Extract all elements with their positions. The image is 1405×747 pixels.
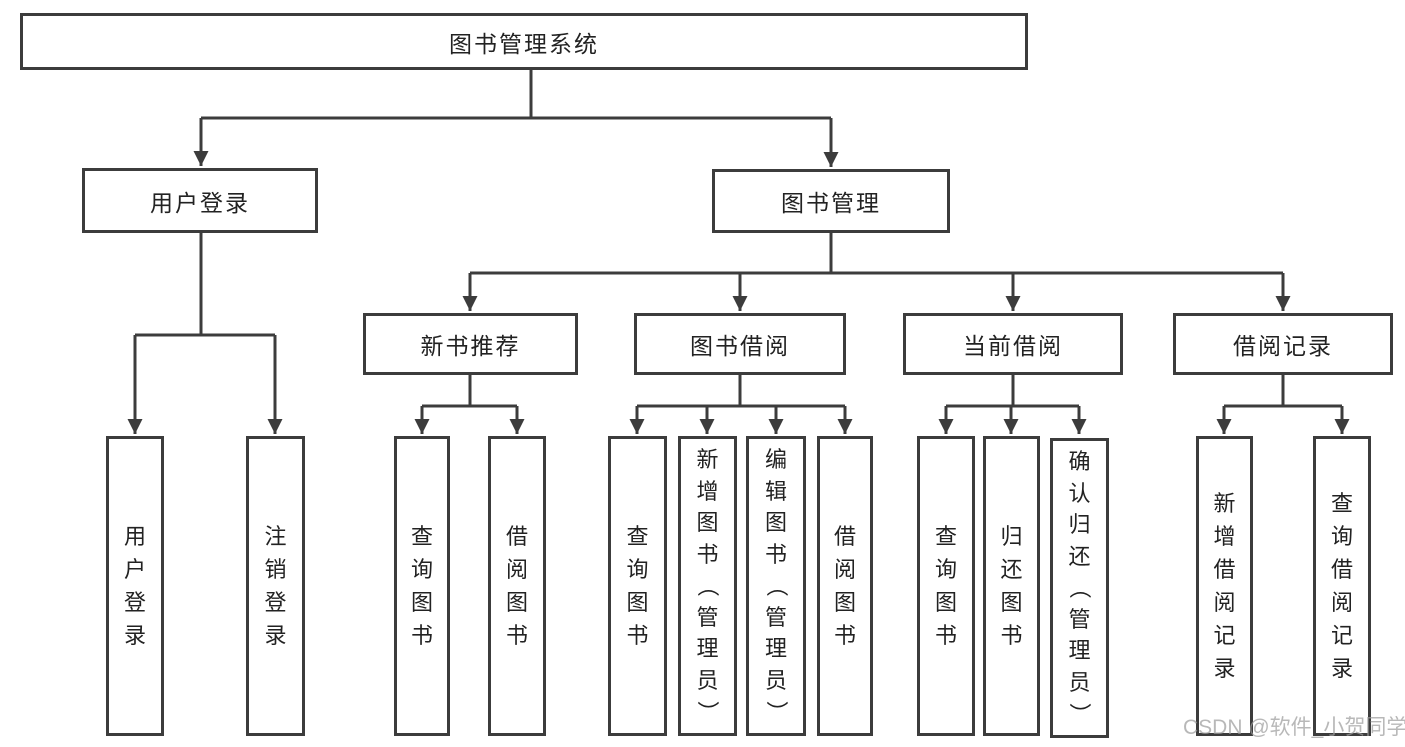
node-new-book-rec: 新书推荐 — [363, 313, 578, 375]
leaf-rec-query-books: 查询图书 — [394, 436, 450, 736]
connector-borrow-records-trunk — [1224, 375, 1342, 408]
leaf-br-query-record: 查询借阅记录 — [1313, 436, 1371, 736]
leaf-bb-query-books: 查询图书 — [608, 436, 667, 736]
leaf-rec-borrow-books: 借阅图书 — [488, 436, 546, 736]
leaf-cb-return-books: 归还图书 — [983, 436, 1040, 736]
leaf-br-add-record: 新增借阅记录 — [1196, 436, 1253, 736]
leaf-cb-query-books: 查询图书 — [917, 436, 975, 736]
node-root-system: 图书管理系统 — [20, 13, 1028, 70]
connector-root-trunk — [201, 70, 831, 120]
connector-current-borrow-trunk — [946, 375, 1079, 408]
connector-user-login-trunk — [135, 233, 275, 337]
node-user-login: 用户登录 — [82, 168, 318, 233]
leaf-cb-confirm-return: 确认归还（管理员） — [1050, 438, 1109, 738]
leaf-logout: 注销登录 — [246, 436, 305, 736]
connector-new-book-rec-trunk — [422, 375, 517, 408]
connector-book-borrow-trunk — [637, 375, 845, 408]
leaf-user-login: 用户登录 — [106, 436, 164, 736]
node-book-mgmt: 图书管理 — [712, 169, 950, 233]
leaf-bb-borrow-books: 借阅图书 — [817, 436, 873, 736]
leaf-bb-edit-books: 编辑图书（管理员） — [746, 436, 806, 736]
leaf-bb-add-books: 新增图书（管理员） — [678, 436, 737, 736]
node-current-borrow: 当前借阅 — [903, 313, 1123, 375]
node-borrow-records: 借阅记录 — [1173, 313, 1393, 375]
connector-book-mgmt-trunk — [470, 233, 1283, 275]
watermark: CSDN @软件_小贺同学 — [1183, 716, 1405, 739]
node-book-borrow: 图书借阅 — [634, 313, 846, 375]
